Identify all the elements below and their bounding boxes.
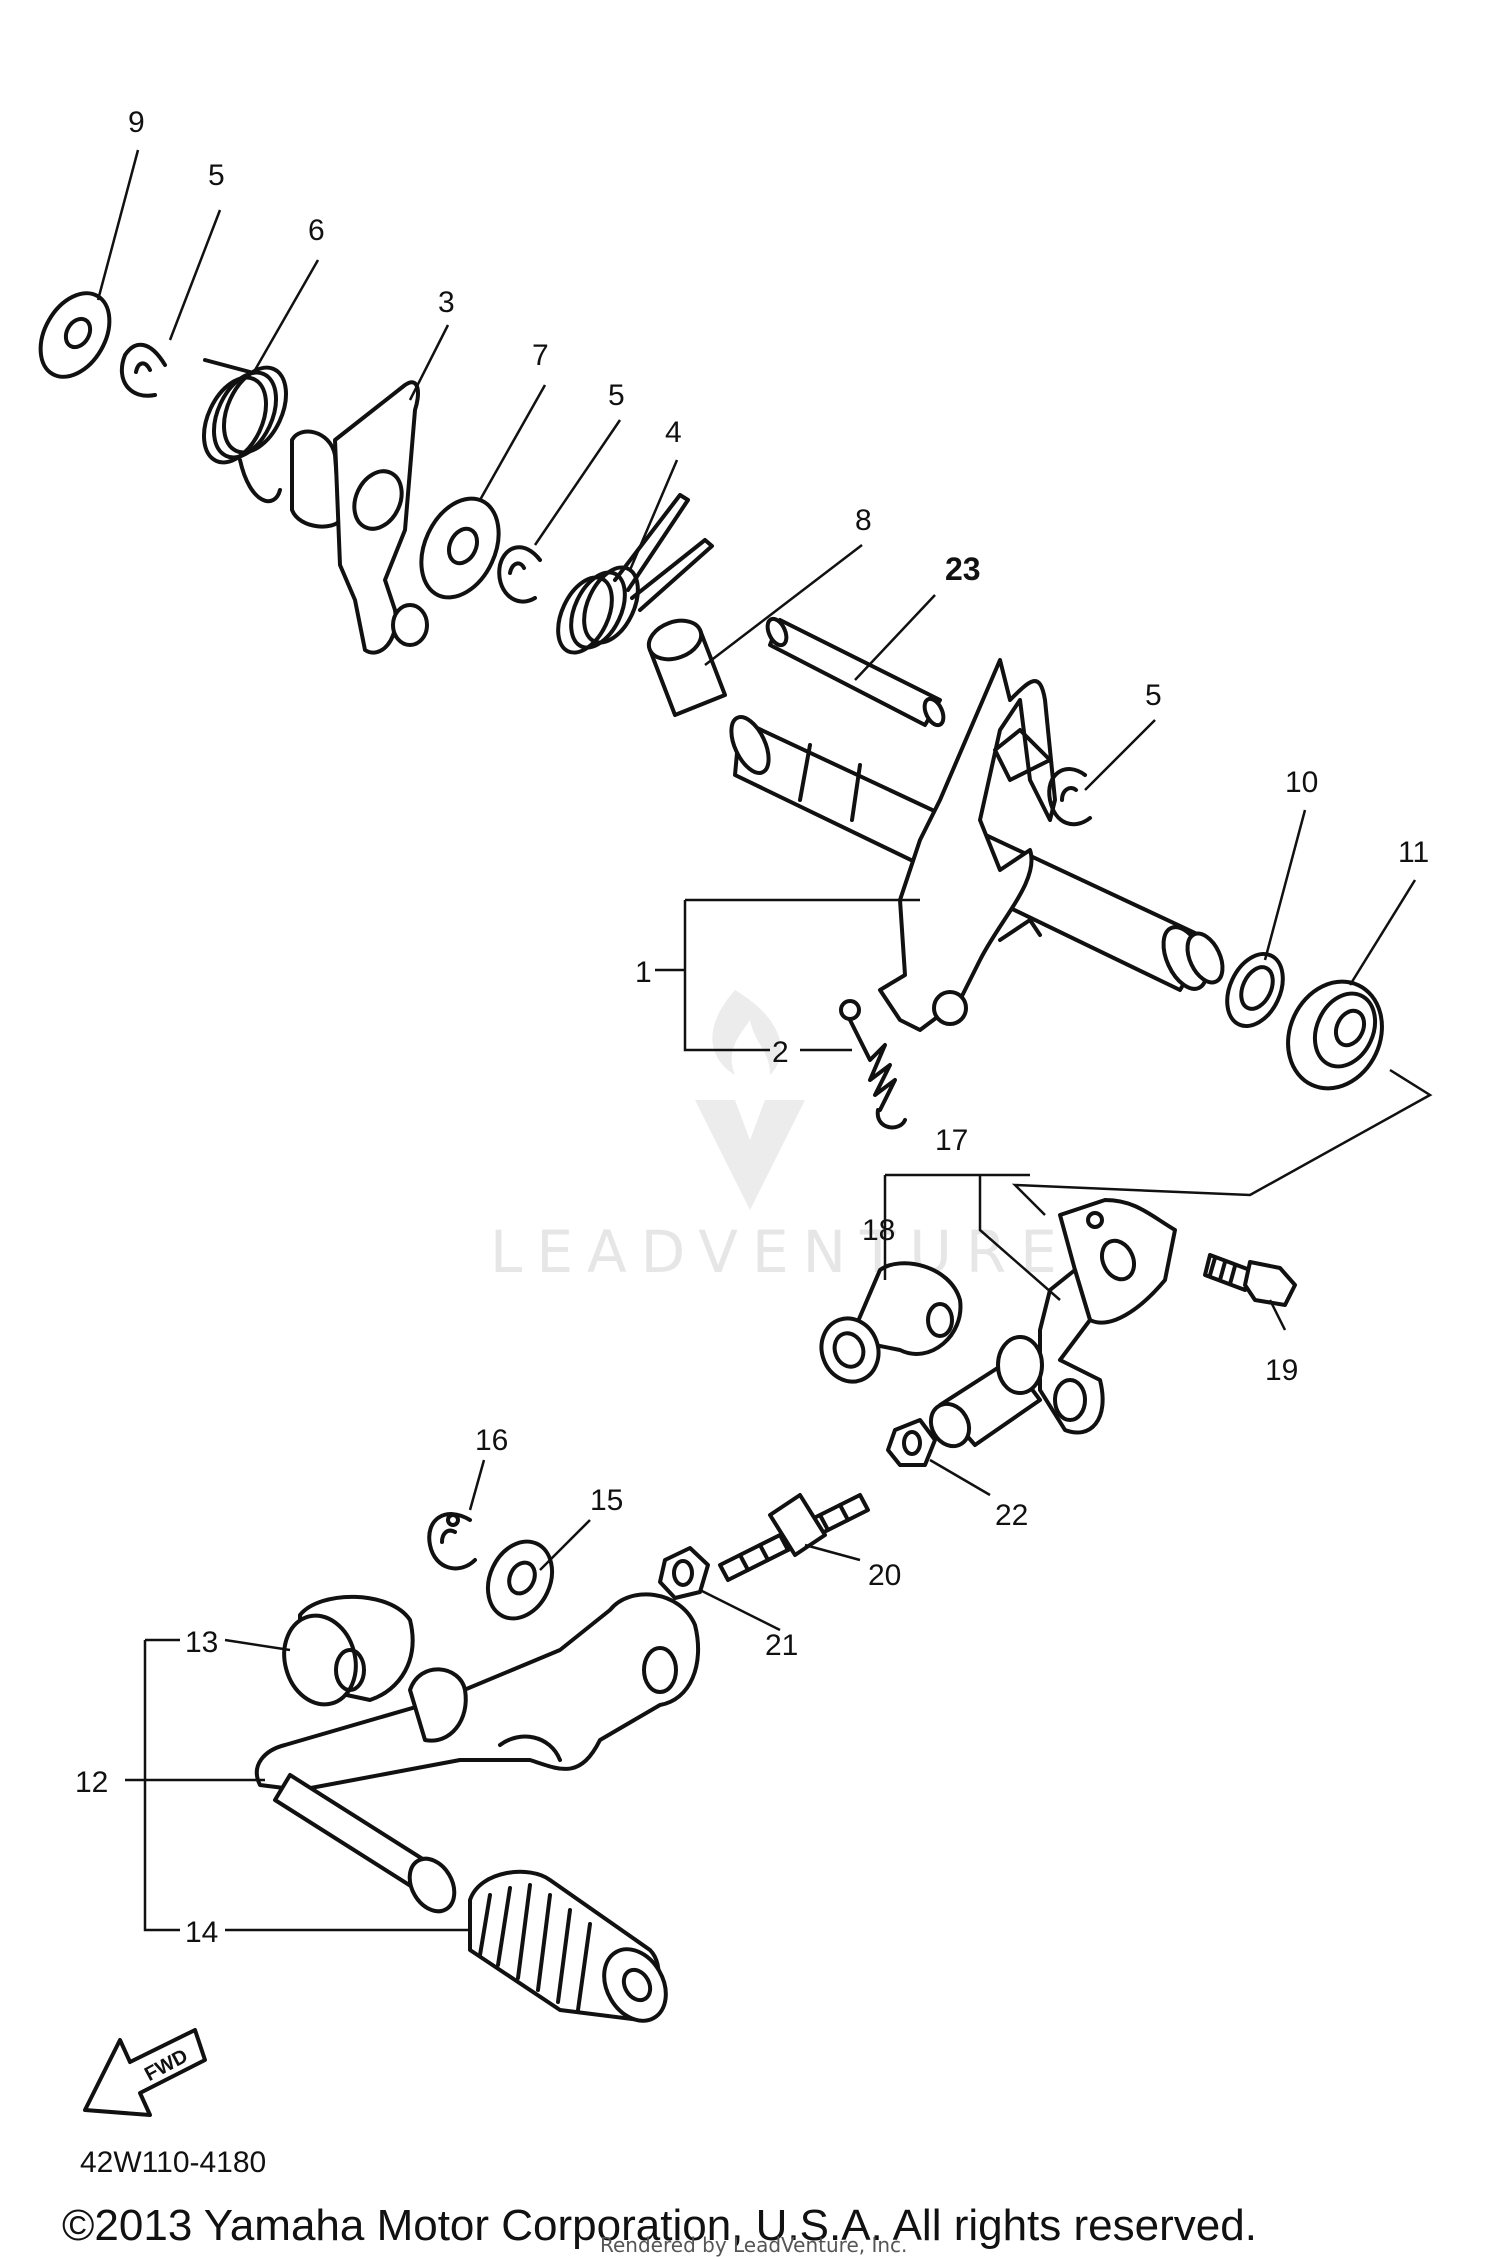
callout-16: 16 bbox=[475, 1424, 508, 1457]
watermark-text: LEADVENTURE bbox=[490, 1218, 1071, 1286]
watermark-v-logo bbox=[695, 1100, 805, 1210]
part-11-oil-seal[interactable] bbox=[1271, 966, 1399, 1104]
callout-19: 19 bbox=[1265, 1354, 1298, 1387]
part-8-collar[interactable] bbox=[643, 614, 727, 717]
part-12-shift-pedal[interactable] bbox=[254, 1592, 701, 1919]
part-7-washer[interactable] bbox=[406, 486, 513, 610]
part-17-shift-arm[interactable] bbox=[1038, 1198, 1177, 1435]
callout-13: 13 bbox=[185, 1626, 218, 1659]
part-14-pedal-rubber[interactable] bbox=[468, 1869, 678, 2032]
part-21-nut[interactable] bbox=[658, 1546, 710, 1600]
callout-labels: 9 5 6 3 7 5 4 8 23 5 10 11 1 2 17 18 19 … bbox=[75, 106, 1429, 1949]
part-2-spring[interactable] bbox=[839, 999, 907, 1130]
fwd-arrow: FWD bbox=[83, 2028, 207, 2117]
callout-23: 23 bbox=[945, 551, 981, 587]
rendered-by-text: Rendered by LeadVenture, Inc. bbox=[600, 2233, 907, 2257]
callout-12: 12 bbox=[75, 1766, 108, 1799]
link-line bbox=[1011, 1068, 1433, 1216]
part-4-return-spring[interactable] bbox=[547, 493, 714, 661]
callout-10: 10 bbox=[1285, 766, 1318, 799]
callout-15: 15 bbox=[590, 1484, 623, 1517]
part-1-shift-shaft[interactable] bbox=[724, 658, 1230, 1032]
callout-9: 9 bbox=[128, 106, 145, 139]
callout-2: 2 bbox=[772, 1036, 789, 1069]
part-22-nut[interactable] bbox=[886, 1418, 937, 1467]
callout-7: 7 bbox=[532, 339, 549, 372]
part-20-shift-rod[interactable] bbox=[718, 1493, 870, 1582]
callout-5-upper: 5 bbox=[208, 159, 225, 192]
part-6-torsion-spring[interactable] bbox=[192, 358, 299, 504]
part-3-stopper-lever[interactable] bbox=[290, 380, 429, 655]
fwd-arrow-icon bbox=[83, 2028, 207, 2117]
part-18-joint[interactable] bbox=[813, 1261, 963, 1389]
part-16-circlip[interactable] bbox=[427, 1512, 477, 1571]
copyright-text: ©2013 Yamaha Motor Corporation, U.S.A. A… bbox=[62, 2201, 1257, 2250]
callout-5-middle: 5 bbox=[608, 379, 625, 412]
callout-6: 6 bbox=[308, 214, 325, 247]
leader-lines bbox=[96, 149, 1417, 1932]
callout-20: 20 bbox=[868, 1559, 901, 1592]
part-5-circlip-middle[interactable] bbox=[497, 545, 542, 604]
part-9-washer[interactable] bbox=[27, 281, 124, 389]
part-10-washer[interactable] bbox=[1216, 945, 1293, 1035]
callout-17: 17 bbox=[935, 1124, 968, 1157]
watermark: LEADVENTURE bbox=[490, 990, 1071, 1286]
callout-5-lower: 5 bbox=[1145, 679, 1162, 712]
part-5-circlip-lower[interactable] bbox=[1047, 767, 1092, 827]
callout-18: 18 bbox=[862, 1214, 895, 1247]
callout-4: 4 bbox=[665, 416, 682, 449]
callout-11: 11 bbox=[1398, 836, 1429, 869]
callout-21: 21 bbox=[765, 1629, 798, 1662]
part-13-joint[interactable] bbox=[275, 1594, 415, 1713]
callout-8: 8 bbox=[855, 504, 872, 537]
part-rod-end[interactable] bbox=[923, 1335, 1044, 1453]
diagram-code: 42W110-4180 bbox=[80, 2146, 266, 2179]
callout-3: 3 bbox=[438, 286, 455, 319]
part-15-washer[interactable] bbox=[476, 1531, 564, 1629]
part-5-circlip-upper[interactable] bbox=[119, 342, 167, 398]
watermark-flame-logo bbox=[712, 990, 781, 1075]
callout-1: 1 bbox=[635, 956, 652, 989]
callout-14: 14 bbox=[185, 1916, 218, 1949]
part-23-pin[interactable] bbox=[764, 616, 947, 728]
part-19-bolt[interactable] bbox=[1203, 1253, 1297, 1307]
callout-22: 22 bbox=[995, 1499, 1028, 1532]
